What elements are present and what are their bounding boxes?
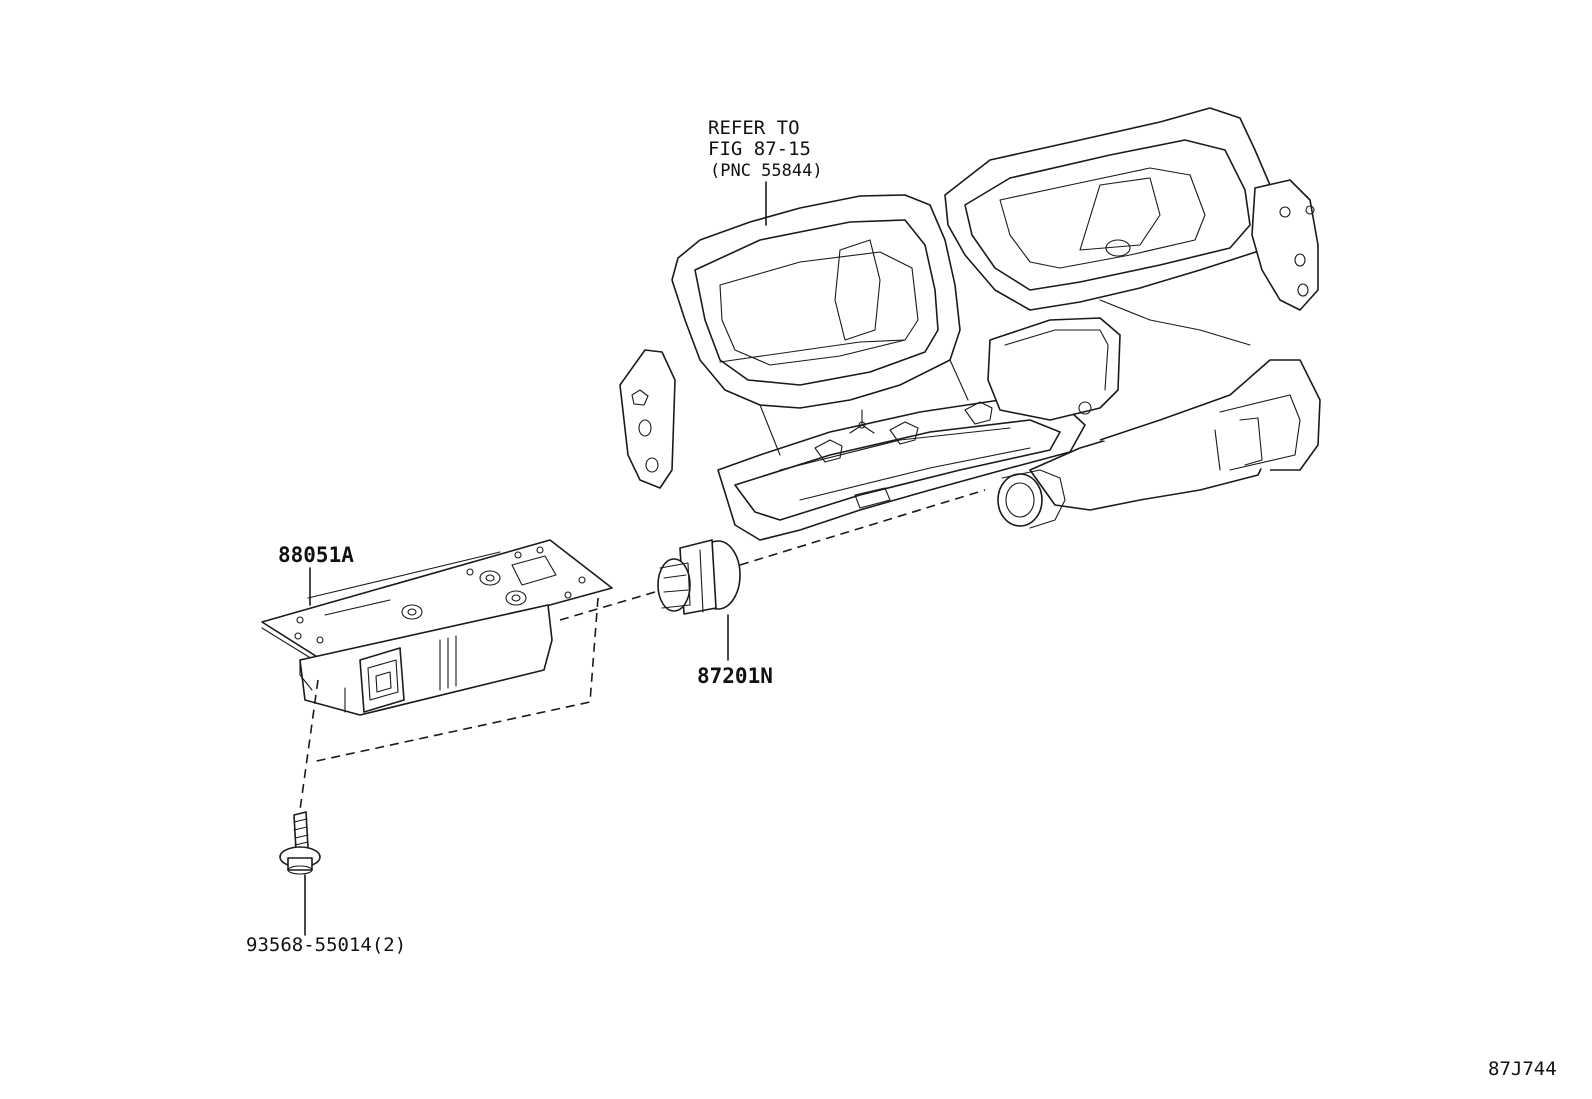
figure-id: 87J744 <box>1488 1058 1557 1080</box>
refer-label-line3: (PNC 55844) <box>710 161 823 181</box>
refer-label-line1: REFER TO <box>708 117 800 139</box>
duct-assembly <box>619 107 1321 541</box>
screw-part <box>279 811 321 875</box>
part-label-93568: 93568-55014(2) <box>246 934 406 956</box>
control-module <box>261 539 613 716</box>
part-label-87201n: 87201N <box>697 664 773 688</box>
socket-part <box>657 539 741 615</box>
part-label-88051a: 88051A <box>278 543 354 567</box>
refer-label-line2: FIG 87-15 <box>708 138 811 160</box>
assembly-lines <box>299 489 986 811</box>
leader-lines <box>304 181 767 936</box>
